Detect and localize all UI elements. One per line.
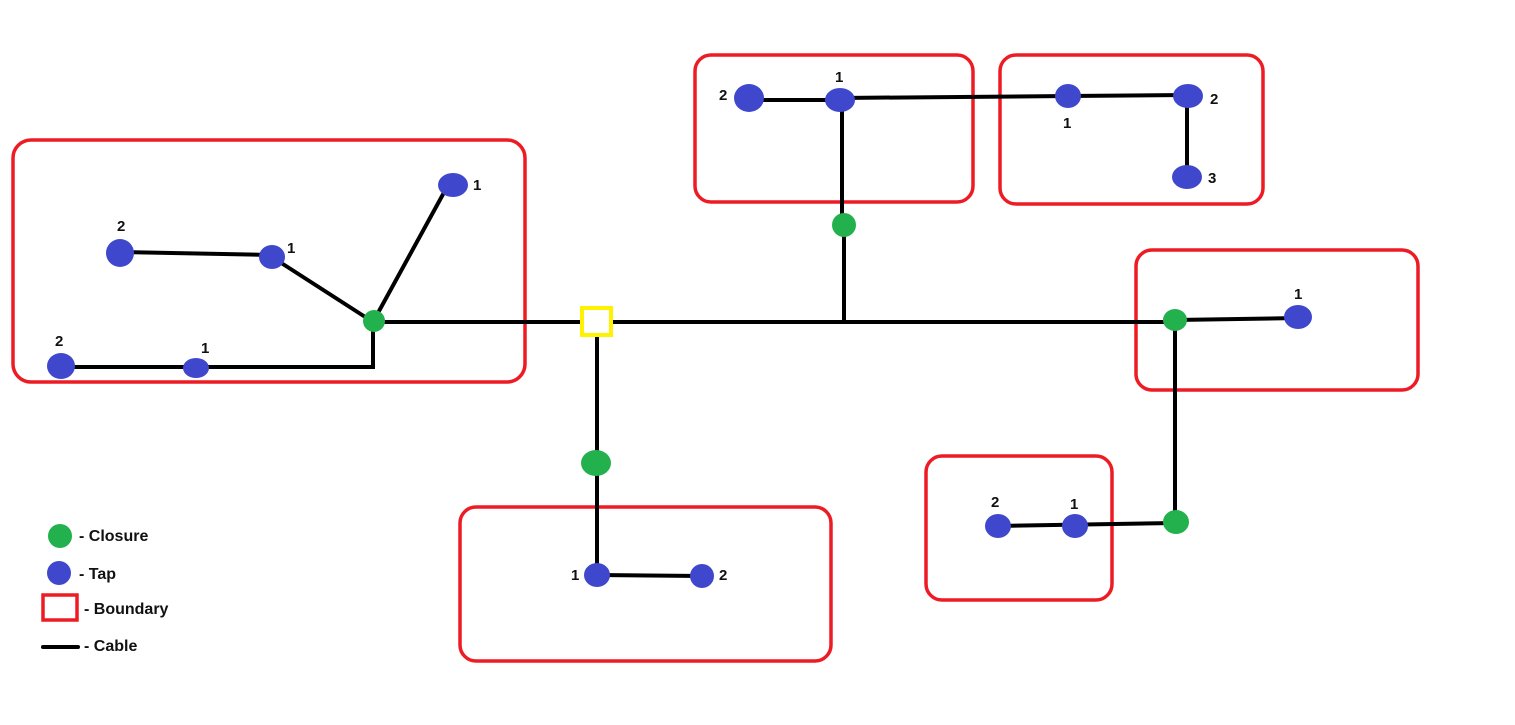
legend-tap-label: - Tap [79,566,116,583]
label-e1: 1 [1294,286,1302,303]
label-w2: 1 [287,240,295,257]
legend-boundary-swatch [41,593,79,622]
label-r2: 2 [1210,91,1218,108]
cable-north-right [838,94,1070,100]
cable-west-upper [371,185,449,324]
tap-north-right-2 [1173,84,1203,108]
boundary-top-center [693,53,975,204]
tap-north-2 [734,84,764,112]
label-s2: 2 [719,567,727,584]
tap-north-1 [825,88,855,112]
cable-west-mid [270,255,375,324]
tap-west-lower-2 [47,353,75,379]
legend-boundary-label: - Boundary [84,601,169,618]
cable-west-lower [60,320,375,369]
boundary-south-center [458,505,833,663]
tap-south-1 [584,563,610,587]
closure-south [581,450,611,476]
tap-north-right-1 [1055,84,1081,108]
taps [47,84,1312,588]
label-r3: 3 [1208,170,1216,187]
label-t1: 2 [719,87,727,104]
tap-west-top-1 [438,173,468,197]
tap-south-2 [690,564,714,588]
cable-south-tap [595,573,704,578]
legend-closure-swatch [48,524,72,548]
label-t2: 1 [835,69,843,86]
cable-west-top [118,250,274,257]
cable-east-tap [1173,316,1300,322]
label-w4: 2 [55,333,63,350]
tap-west-upper-1 [106,239,134,267]
closure-north [832,213,856,237]
legend-closure-label: - Closure [79,528,148,545]
hub-square [580,306,613,337]
label-w3: 1 [473,177,481,194]
closure-south-east [1163,510,1189,534]
label-w5: 1 [201,340,209,357]
boundaries [11,53,1420,663]
legend: - Closure - Tap - Boundary - Cable [41,524,169,655]
label-se2: 1 [1070,496,1078,513]
tap-south-east-1 [1062,514,1088,538]
tap-north-right-3 [1172,165,1202,189]
legend-tap-swatch [47,561,71,585]
boundary-south-east [924,454,1114,602]
closure-west [363,310,385,332]
label-r1: 1 [1063,115,1071,132]
closures [363,213,1189,534]
closure-east [1163,309,1187,331]
legend-cable-label: - Cable [84,638,137,655]
node-labels: 2 1 1 2 1 2 1 1 2 3 1 1 2 2 1 [55,69,1302,584]
label-se1: 2 [991,494,999,511]
tap-west-lower-1 [183,358,209,378]
boundary-top-right [998,53,1265,206]
tap-south-east-2 [985,514,1011,538]
label-w1: 2 [117,218,125,235]
cable-north-far-right [1066,93,1189,98]
boundary-west [11,138,527,384]
tap-east-1 [1284,305,1312,329]
label-s1: 1 [571,567,579,584]
tap-west-mid-1 [259,245,285,269]
